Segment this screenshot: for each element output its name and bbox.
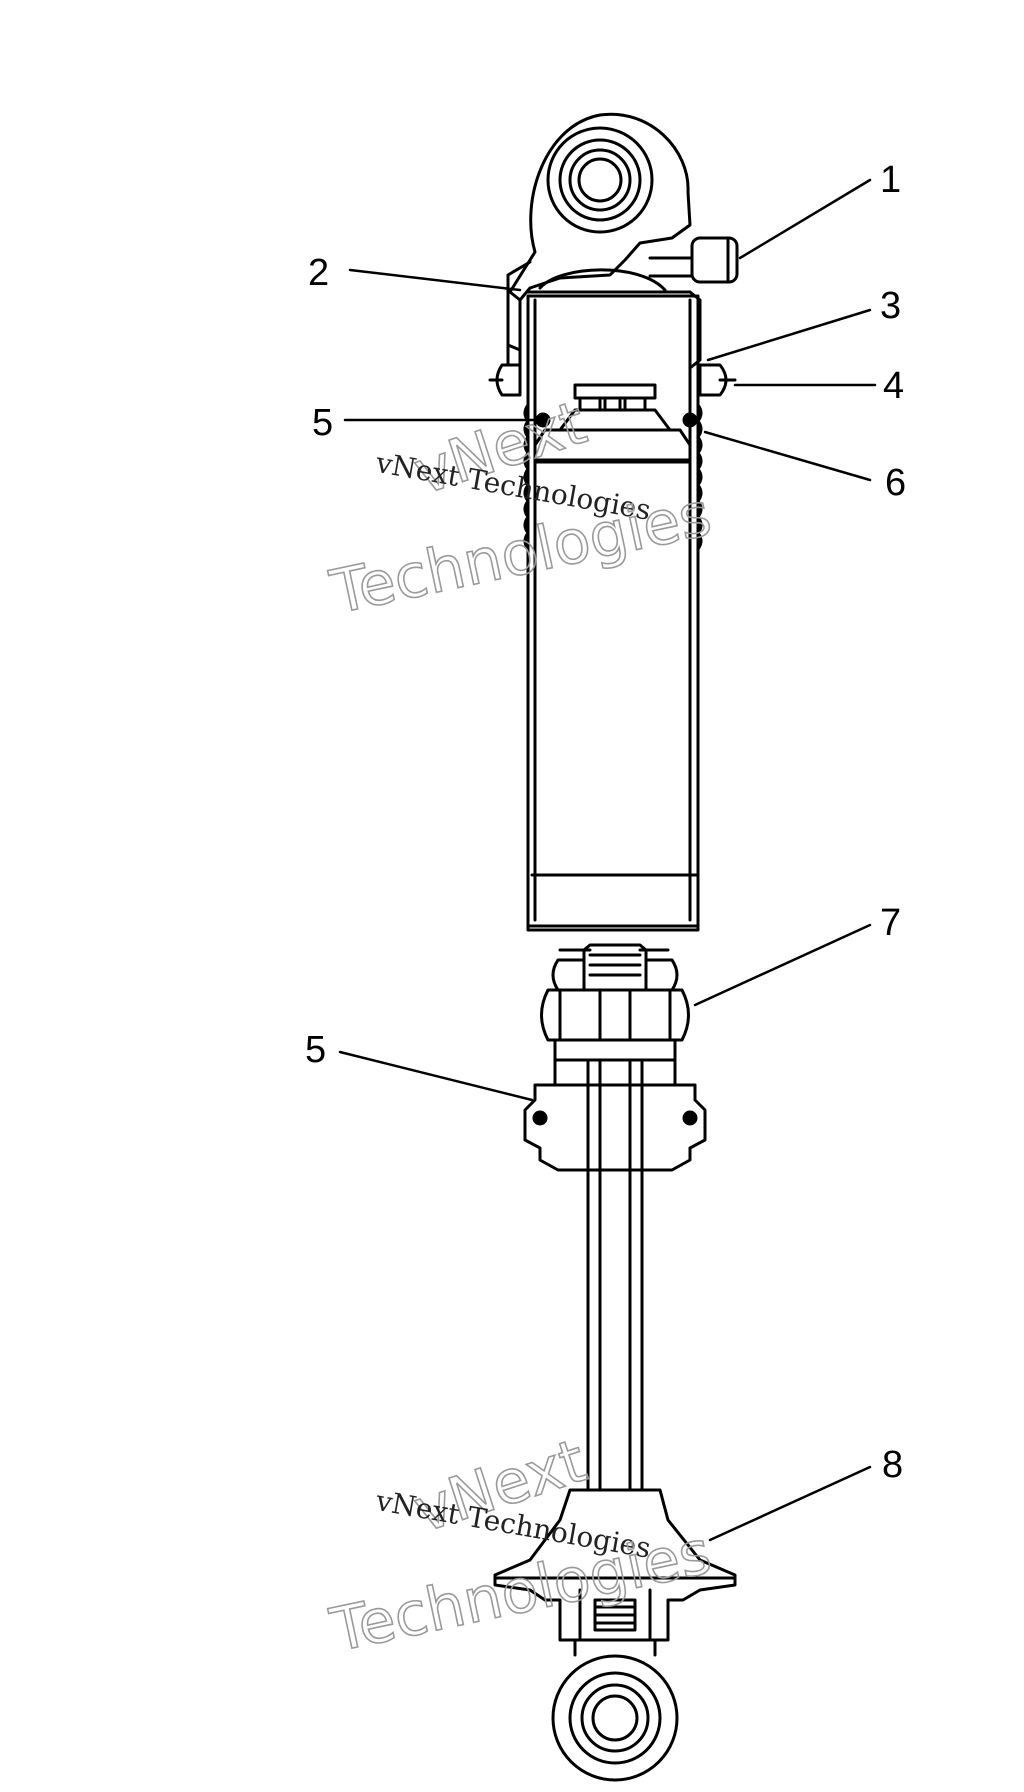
- callout-6: 6: [885, 462, 906, 504]
- callout-5-lower: 5: [305, 1029, 326, 1071]
- callout-5-upper: 5: [312, 402, 333, 444]
- upper-eyelet: [506, 112, 692, 352]
- callout-3: 3: [880, 285, 901, 327]
- shock-absorber-drawing: [338, 112, 877, 1782]
- callout-1: 1: [880, 159, 901, 201]
- adjuster-knob: [648, 236, 739, 284]
- shaft: [586, 1058, 644, 1562]
- callout-labels: 1 2 3 4 5 6 7 5 8: [305, 159, 906, 1486]
- seal-head: [523, 1058, 707, 1172]
- lower-eye-mount: [493, 1488, 737, 1782]
- leader-lines: [338, 178, 877, 1542]
- watermark-upper: vNext vNext Technologies Technologies: [324, 387, 718, 629]
- callout-4: 4: [883, 365, 904, 407]
- piston-nut: [540, 943, 690, 1062]
- body-cylinder: [523, 294, 703, 932]
- callout-2: 2: [308, 252, 329, 294]
- callout-7: 7: [880, 902, 901, 944]
- callout-8: 8: [882, 1444, 903, 1486]
- upper-housing: [488, 290, 737, 397]
